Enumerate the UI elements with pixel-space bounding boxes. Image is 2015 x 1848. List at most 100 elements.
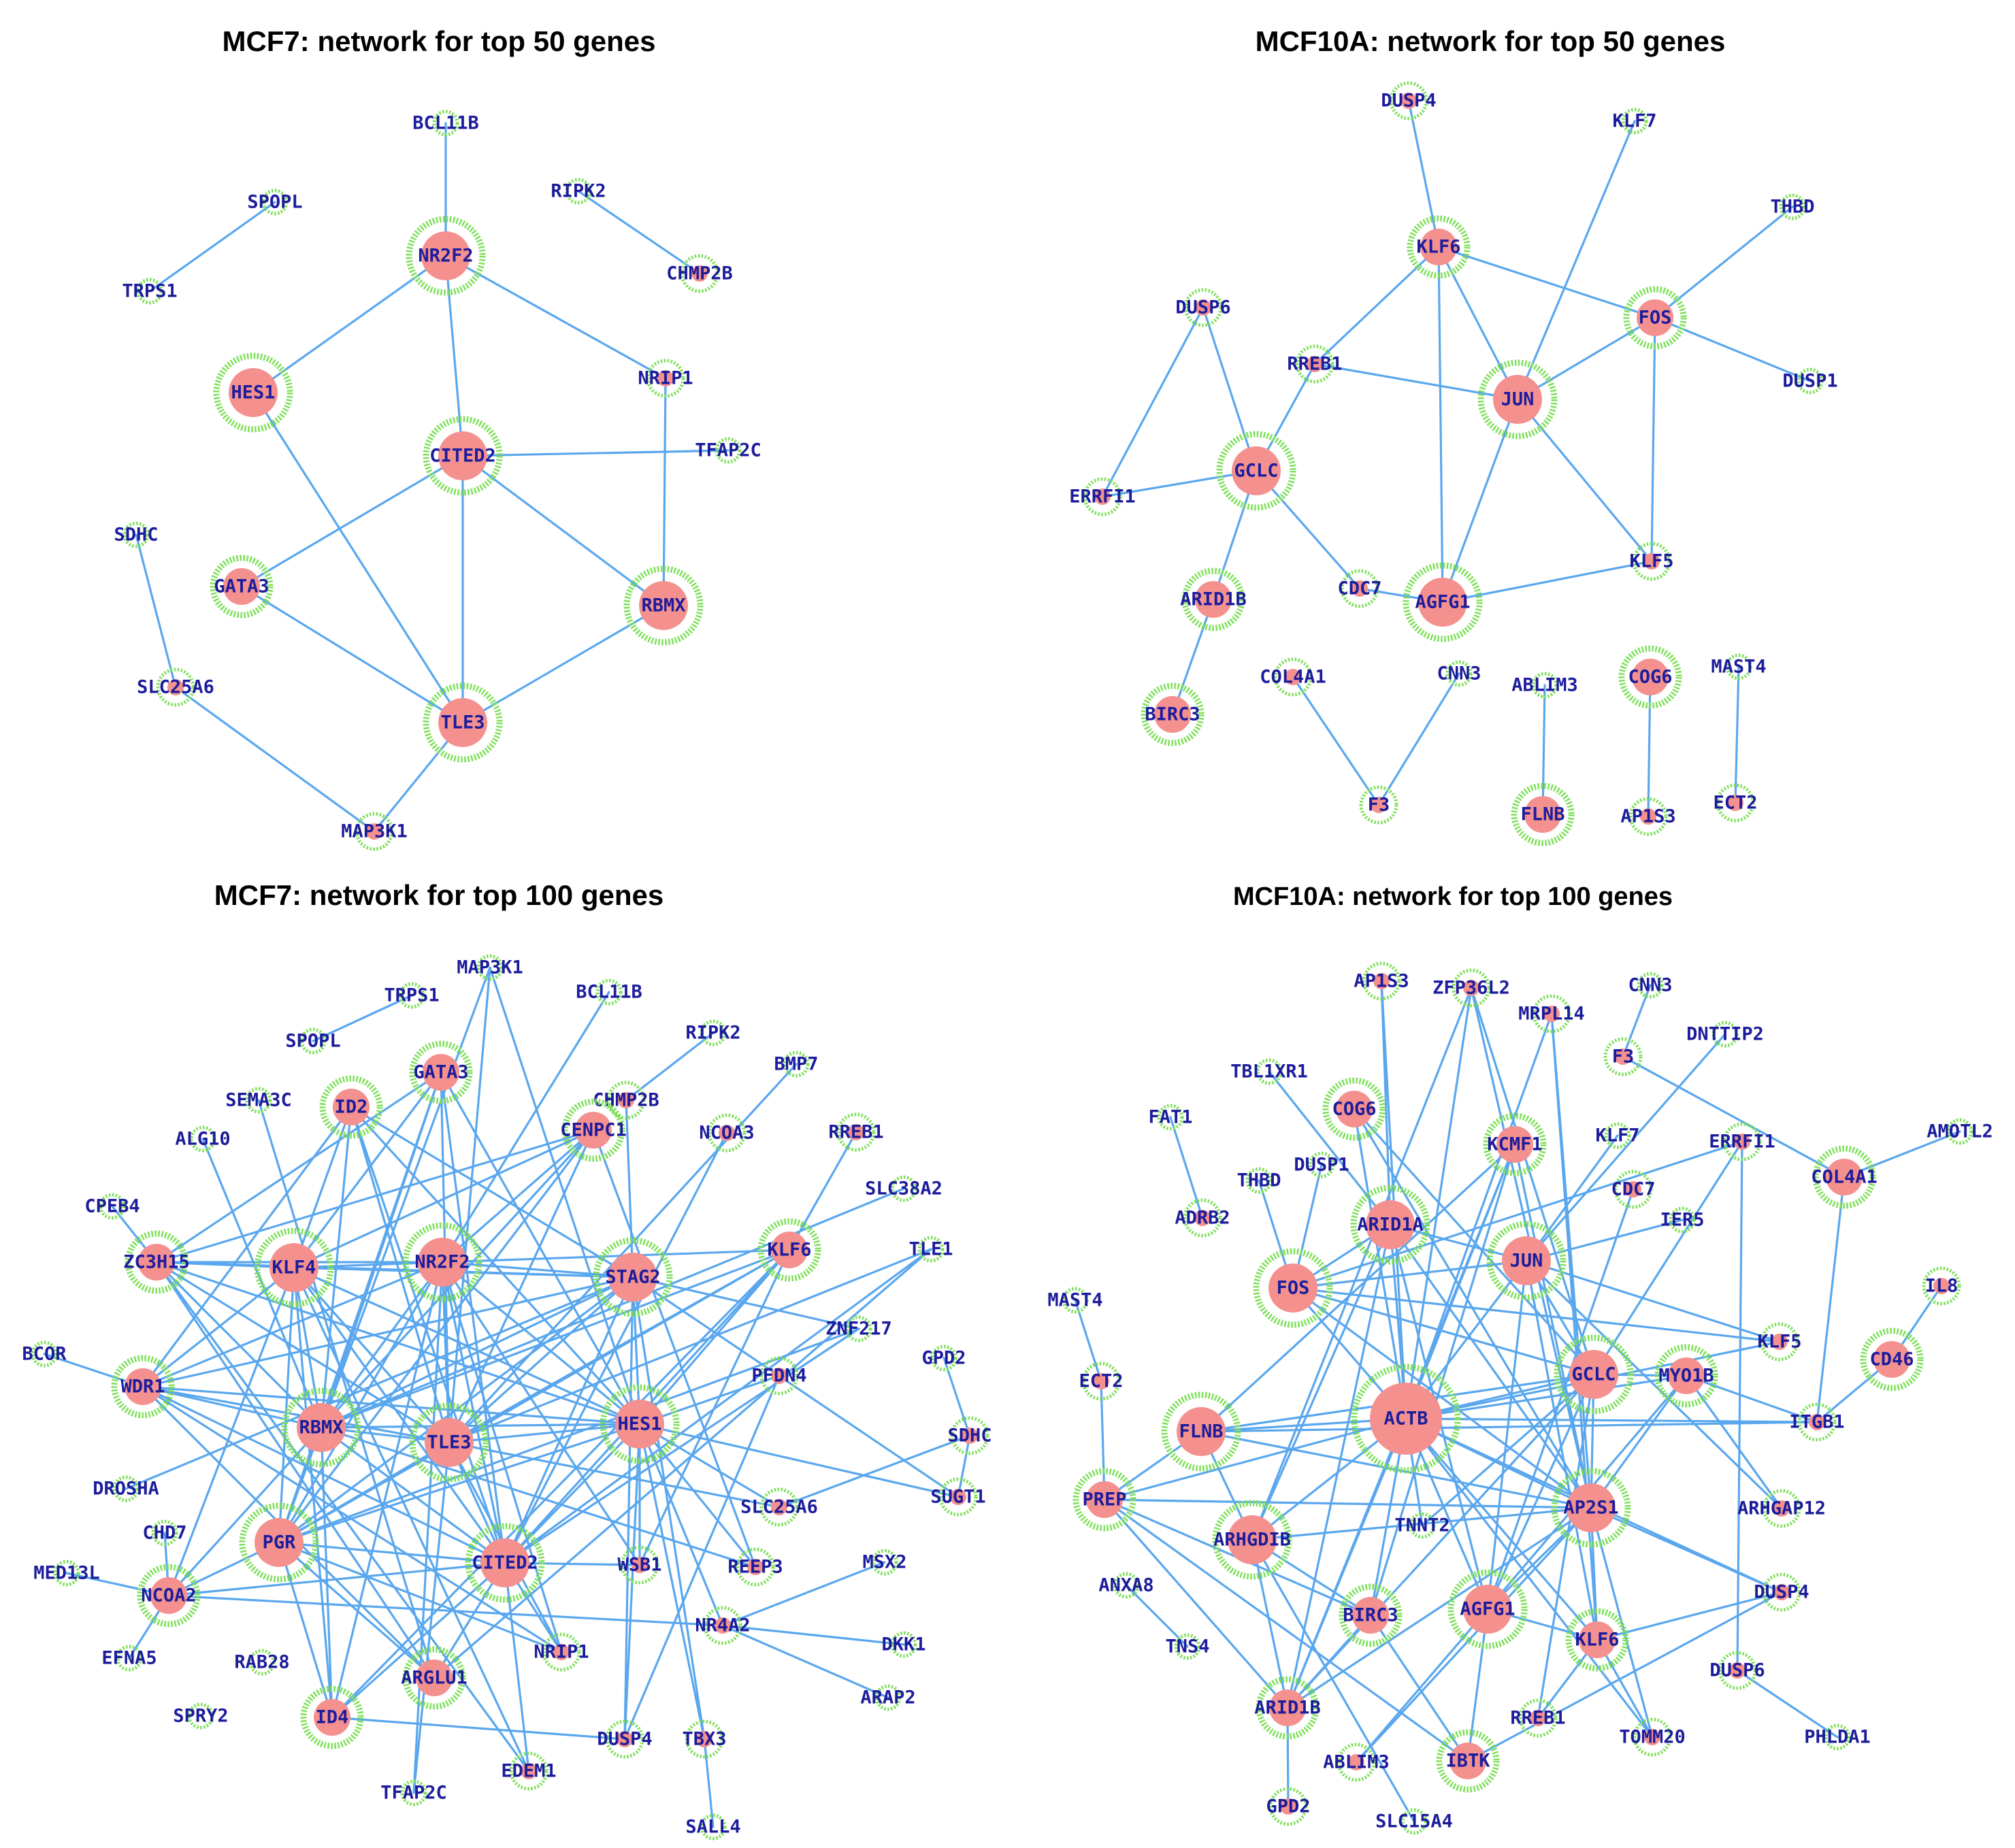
node-core	[1418, 578, 1467, 627]
edge-tle1-arglu1	[433, 1248, 932, 1679]
node-label: JUN	[1510, 1251, 1543, 1272]
node-msx2: MSX2	[862, 1549, 907, 1576]
node-core	[1632, 659, 1669, 695]
edge-cited2-rbmx	[461, 455, 665, 607]
node-core	[1348, 1754, 1364, 1770]
node-ring	[1946, 1118, 1973, 1145]
node-label: BIRC3	[1343, 1605, 1398, 1626]
node-ring	[1447, 1569, 1528, 1649]
edge-znf217-cited2	[504, 1327, 860, 1564]
node-dusp4: DUSP4	[597, 1719, 653, 1759]
edge-ect2-prep	[1100, 1380, 1106, 1501]
node-ring	[871, 1549, 898, 1576]
node-label: RIPK2	[685, 1023, 740, 1044]
node-label: ZC3H15	[123, 1252, 190, 1273]
edge-ncoa2-nr4a2	[167, 1594, 724, 1627]
node-label: AP1S3	[1354, 971, 1409, 992]
edge-dkk1-nr4a2	[721, 1624, 905, 1646]
node-label: F3	[1368, 795, 1390, 816]
node-label: NRIP1	[534, 1642, 589, 1663]
node-ring	[1212, 1500, 1292, 1580]
node-label: TLE1	[908, 1239, 953, 1260]
node-ring	[1511, 782, 1575, 846]
edge-pfdn4-hes1	[638, 1374, 781, 1425]
node-pfdn4: PFDN4	[751, 1356, 807, 1396]
node-label: HES1	[617, 1414, 661, 1435]
node-cited2: CITED2	[423, 416, 503, 496]
node-zfp36l2: ZFP36L2	[1432, 968, 1510, 1008]
panel-title: MCF7: network for top 100 genes	[214, 879, 664, 911]
node-ring	[116, 1645, 143, 1672]
edge-slc25a6-map3k1	[174, 686, 376, 833]
node-kcmf1: KCMF1	[1483, 1112, 1547, 1176]
node-ring	[299, 1027, 327, 1055]
node-label: MED13L	[33, 1563, 100, 1584]
node-ring	[476, 954, 504, 981]
node-label: ALG10	[175, 1129, 230, 1150]
edge-ier5-jun	[1525, 1219, 1684, 1262]
node-ring	[700, 1019, 727, 1046]
node-ring	[409, 1402, 489, 1483]
node-sdhc: SDHC	[947, 1416, 992, 1455]
node-hes1: HES1	[600, 1384, 680, 1464]
node-label: SDHC	[114, 525, 158, 546]
edge-col4a1-itgb1	[1816, 1176, 1846, 1423]
node-label: AP1S3	[1620, 806, 1675, 827]
edge-fos-klf5	[1650, 316, 1656, 563]
edge-cited2-gata3	[240, 455, 464, 588]
edge-arid1b-birc3	[1171, 598, 1215, 716]
edge-zc3h15-arglu1	[155, 1261, 436, 1679]
node-label: COL4A1	[1811, 1167, 1878, 1188]
edge-arid1a-arhgdib	[1251, 1223, 1392, 1541]
node-arhgdib: ARHGDIB	[1212, 1500, 1292, 1580]
node-ring	[189, 1125, 216, 1153]
edge-bcl11b-nr2f2	[441, 991, 610, 1264]
node-ring	[1295, 344, 1334, 384]
edge-nr2f2-id4	[331, 1261, 444, 1719]
node-ring	[1669, 1206, 1696, 1234]
node-ring	[400, 1779, 427, 1806]
node-ring	[836, 1112, 876, 1152]
edge-stag2-cited2	[504, 1276, 634, 1564]
node-ring	[715, 437, 742, 464]
node-core	[1351, 580, 1368, 597]
node-label: SLC25A6	[137, 677, 214, 698]
node-ring	[1718, 1651, 1757, 1690]
node-ring	[1273, 657, 1313, 697]
node-slc15a4: SLC15A4	[1375, 1808, 1453, 1835]
edge-myo1b-arhgap12	[1685, 1374, 1783, 1510]
node-core	[1463, 980, 1479, 996]
node-wdr1: WDR1	[111, 1355, 175, 1419]
node-label: DROSHA	[93, 1479, 159, 1500]
node-agfg1: AGFG1	[1403, 562, 1483, 642]
node-trps1: TRPS1	[122, 278, 178, 305]
edge-stag2-sugt1	[632, 1276, 960, 1498]
node-ring	[593, 1237, 673, 1317]
edge-arhgdib-arid1b	[1251, 1538, 1289, 1709]
node-ring	[1603, 1037, 1643, 1076]
node-core	[1569, 1350, 1618, 1399]
node-label: MYO1B	[1658, 1366, 1714, 1387]
node-label: MAST4	[1047, 1290, 1102, 1311]
node-core	[575, 1112, 612, 1149]
node-core	[333, 1089, 370, 1125]
node-label: KLF7	[1612, 111, 1656, 132]
edge-chmp2b-stag2	[625, 1099, 634, 1278]
node-label: GATA3	[214, 576, 269, 597]
edge-stag2-hes1	[632, 1276, 641, 1425]
node-label: FOS	[1639, 308, 1672, 329]
node-label: ARGLU1	[401, 1668, 468, 1689]
node-label: NR2F2	[418, 246, 473, 267]
node-label: CD46	[1869, 1349, 1914, 1370]
node-id2: ID2	[319, 1075, 383, 1139]
node-ring	[700, 1813, 727, 1841]
node-ring	[1637, 972, 1664, 999]
edge-arhgdib-slc15a4	[1251, 1538, 1415, 1823]
node-label: JUN	[1501, 389, 1535, 410]
edge-arhgdib-ap2s1	[1251, 1506, 1592, 1541]
edge-id2-stag2	[350, 1106, 634, 1278]
node-cited2: CITED2	[465, 1523, 545, 1603]
node-alg10: ALG10	[175, 1125, 231, 1153]
node-thbd: THBD	[1770, 193, 1815, 220]
edge-wdr1-hes1	[142, 1385, 641, 1425]
